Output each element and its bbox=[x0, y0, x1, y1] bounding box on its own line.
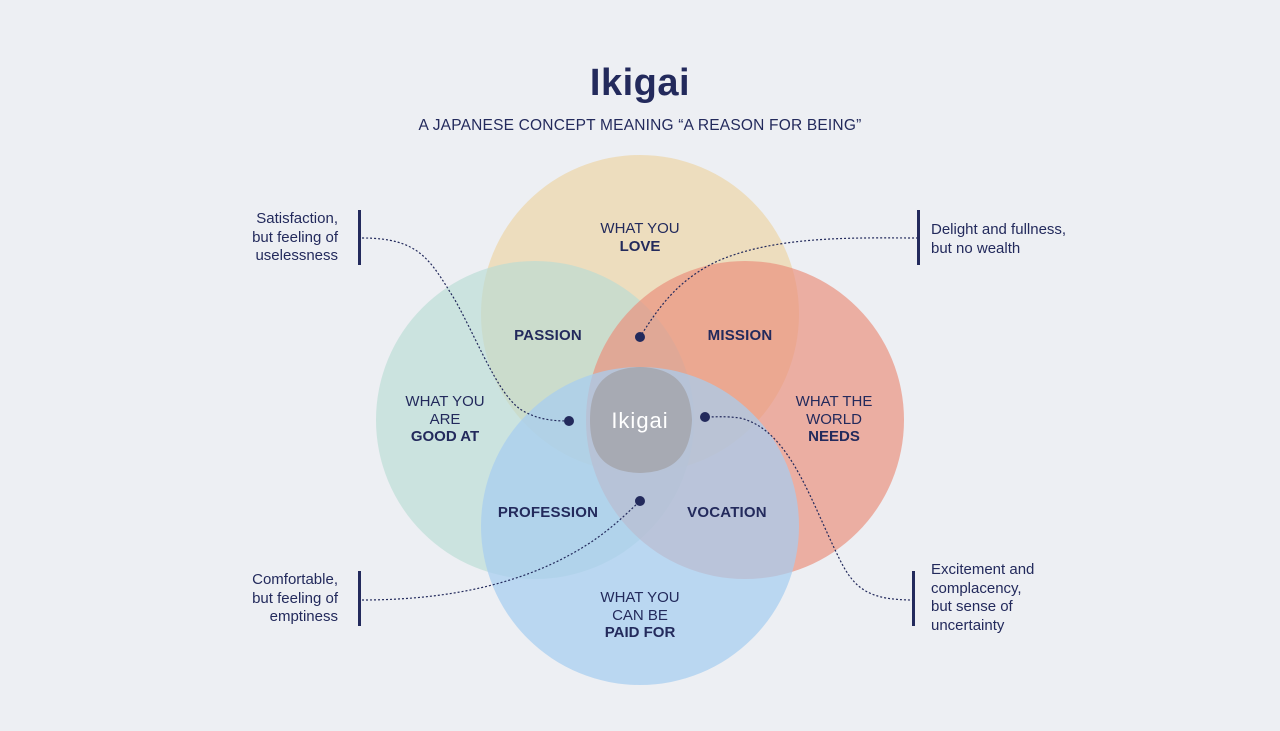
note-bottom-right: Excitement and complacency, but sense of… bbox=[931, 561, 1131, 635]
note-line: but feeling of bbox=[252, 228, 338, 246]
circle-paid-for bbox=[481, 367, 799, 685]
label-love-bold: LOVE bbox=[619, 237, 661, 255]
label-good-at-line2: ARE bbox=[429, 410, 461, 428]
note-line: but feeling of bbox=[252, 589, 338, 607]
label-ikigai-center: Ikigai bbox=[611, 408, 669, 433]
label-paid-bold: PAID FOR bbox=[604, 624, 676, 641]
label-world-line1: WHAT THE bbox=[795, 393, 873, 410]
note-line: complacency, bbox=[931, 579, 1022, 597]
label-love: WHAT YOU LOVE bbox=[560, 220, 720, 255]
note-line: but no wealth bbox=[931, 239, 1021, 257]
note-top-left: Satisfaction, but feeling of uselessness bbox=[178, 210, 338, 266]
label-world-bold: NEEDS bbox=[808, 428, 860, 445]
ikigai-center-region bbox=[590, 367, 692, 473]
note-line: Delight and fullness, bbox=[931, 221, 1067, 238]
connector-top-right bbox=[639, 237, 919, 338]
label-world-line2: WORLD bbox=[806, 410, 862, 428]
note-line: Excitement and bbox=[931, 561, 1035, 578]
label-good-at: WHAT YOU ARE GOOD AT bbox=[365, 393, 525, 446]
note-bar-bottom-left bbox=[358, 571, 361, 626]
label-good-at-bold: GOOD AT bbox=[410, 428, 480, 445]
label-world-needs: WHAT THE WORLD NEEDS bbox=[754, 393, 914, 446]
note-bar-top-right bbox=[917, 210, 920, 265]
note-line: emptiness bbox=[269, 608, 338, 625]
dot-world-vocation bbox=[700, 412, 710, 422]
label-mission: MISSION bbox=[707, 327, 773, 344]
dot-love-mission bbox=[635, 332, 645, 342]
label-passion: PASSION bbox=[514, 327, 582, 344]
connector-bottom-left bbox=[361, 500, 641, 601]
label-profession: PROFESSION bbox=[497, 504, 599, 521]
note-line: but sense of bbox=[931, 598, 1013, 615]
label-paid-line2: CAN BE bbox=[612, 606, 668, 624]
connector-top-left bbox=[361, 237, 570, 422]
dot-passion-love-good bbox=[564, 416, 574, 426]
label-love-line1: WHAT YOU bbox=[600, 220, 680, 237]
note-top-right: Delight and fullness, but no wealth bbox=[931, 221, 1131, 258]
page-title: Ikigai bbox=[589, 62, 691, 104]
label-good-at-line1: WHAT YOU bbox=[405, 393, 485, 410]
dot-profession-vocation bbox=[635, 496, 645, 506]
note-bar-top-left bbox=[358, 210, 361, 265]
label-paid-for: WHAT YOU CAN BE PAID FOR bbox=[560, 589, 720, 642]
label-vocation: VOCATION bbox=[687, 504, 767, 521]
note-bar-bottom-right bbox=[912, 571, 915, 626]
note-line: uselessness bbox=[255, 247, 338, 264]
page-subtitle: A JAPANESE CONCEPT MEANING “A REASON FOR… bbox=[418, 117, 862, 134]
note-line: Satisfaction, bbox=[256, 210, 338, 227]
note-bottom-left: Comfortable, but feeling of emptiness bbox=[178, 571, 338, 627]
note-line: Comfortable, bbox=[252, 571, 338, 588]
label-paid-line1: WHAT YOU bbox=[600, 589, 680, 606]
note-line: uncertainty bbox=[931, 616, 1005, 634]
